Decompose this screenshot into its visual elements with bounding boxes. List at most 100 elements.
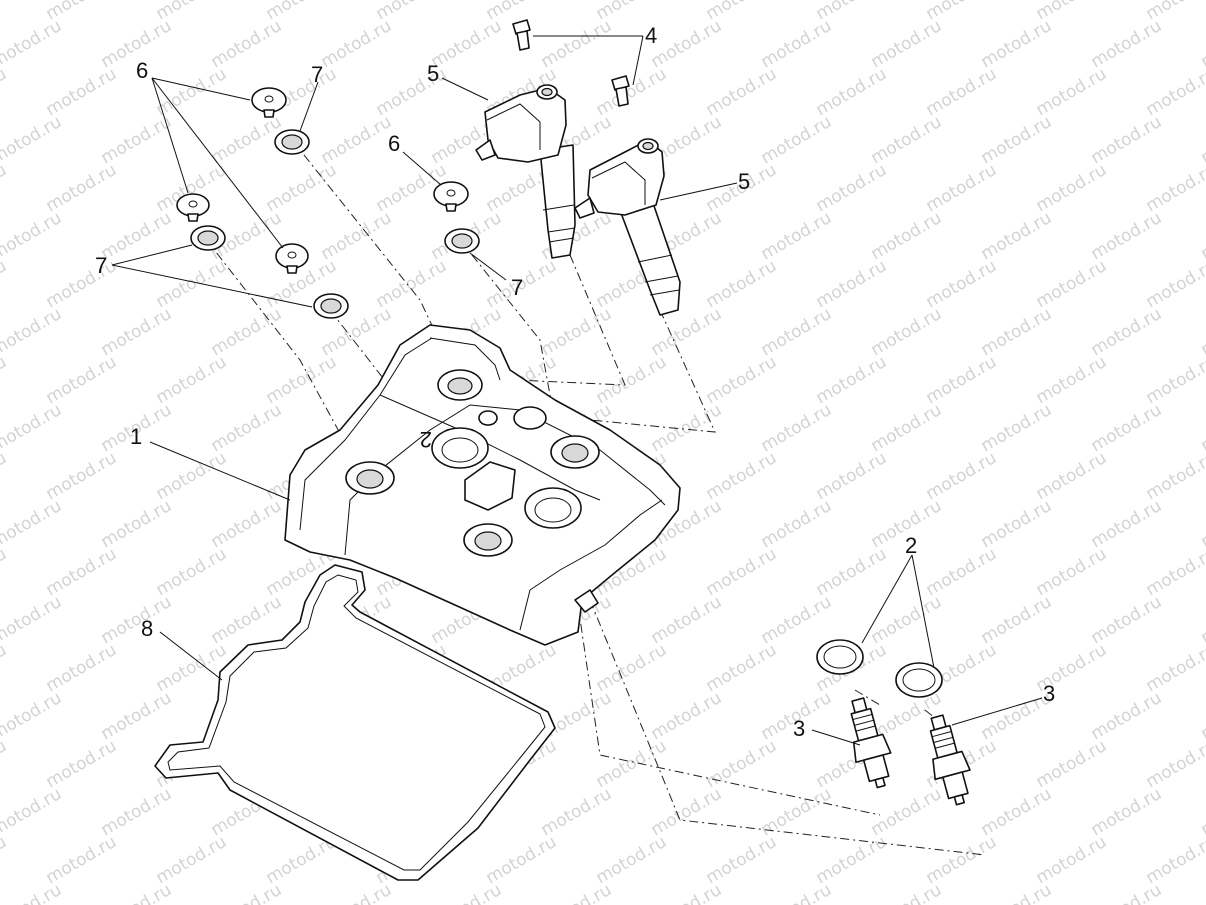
assembly-line-spark-a xyxy=(854,689,881,706)
cover-bolt-boss xyxy=(478,410,498,426)
leader-6a-1 xyxy=(151,77,251,101)
callout-4: 4 xyxy=(645,23,657,48)
spark-left-electrode xyxy=(874,776,886,789)
gasket-inner xyxy=(167,574,546,871)
callout-6-left: 6 xyxy=(136,58,148,83)
spark-right-thread xyxy=(942,771,969,800)
ignition-coil-right[interactable] xyxy=(574,138,681,316)
watermark-text: motod.ru xyxy=(0,160,10,216)
seal-top-inner xyxy=(281,134,303,150)
leader-3b xyxy=(951,697,1043,726)
leader-lines xyxy=(111,35,1043,746)
cover-bore-6-inner xyxy=(534,497,572,523)
watermark-text: motod.ru xyxy=(758,880,836,905)
cover-cylinder-mark: 2 xyxy=(420,427,432,452)
cap-top-stem xyxy=(263,109,275,118)
bolt-upper-shank xyxy=(516,30,530,51)
cap-top-disc xyxy=(251,87,287,113)
seal-left[interactable] xyxy=(190,225,226,251)
watermark-text: motod.ru xyxy=(1198,304,1206,360)
watermark-text: motod.ru xyxy=(0,256,10,312)
watermark-text: motod.ru xyxy=(1143,160,1206,216)
cap-left-center xyxy=(188,200,198,208)
watermark-text: motod.ru xyxy=(1198,16,1206,72)
leader-5b xyxy=(659,182,738,201)
watermark-text: motod.ru xyxy=(208,880,286,905)
watermark-text: motod.ru xyxy=(0,208,65,264)
leader-2b xyxy=(911,554,935,669)
spark-plug-right[interactable] xyxy=(920,712,978,808)
coil-right-connector xyxy=(574,197,595,219)
watermark-text: motod.ru xyxy=(1143,352,1206,408)
coil-right-mount-hole xyxy=(642,141,654,151)
assembly-line-coil-left xyxy=(514,254,626,386)
seal-right[interactable] xyxy=(444,228,480,254)
gasket-outer xyxy=(154,564,556,881)
watermark-text: motod.ru xyxy=(978,880,1056,905)
callout-2: 2 xyxy=(905,533,917,558)
coil-left-ring-2 xyxy=(547,227,576,233)
cover-bore-1-inner xyxy=(447,377,473,395)
cap-right-disc xyxy=(433,181,469,207)
watermark-text: motod.ru xyxy=(1143,832,1206,888)
watermark-text: motod.ru xyxy=(1143,736,1206,792)
leader-1 xyxy=(149,441,291,501)
leader-8 xyxy=(159,631,223,681)
washer-right-outer xyxy=(895,662,943,698)
coil-left-head-edge xyxy=(486,103,541,150)
assembly-line-plug-right xyxy=(589,599,986,856)
seal-center[interactable] xyxy=(313,293,349,319)
watermark-text: motod.ru xyxy=(0,736,10,792)
coil-bolt-upper[interactable] xyxy=(512,19,531,51)
leader-5a xyxy=(441,77,489,101)
cap-plug-top[interactable] xyxy=(251,87,287,118)
watermark-text: motod.ru xyxy=(0,880,65,905)
cap-plug-left[interactable] xyxy=(176,193,210,222)
leader-3a xyxy=(811,729,861,746)
leader-2a xyxy=(861,554,913,644)
watermark-text: motod.ru xyxy=(1198,688,1206,744)
cover-rib-5 xyxy=(429,337,501,381)
leader-4b xyxy=(632,35,644,86)
callout-1: 1 xyxy=(130,424,142,449)
watermark-text: motod.ru xyxy=(1088,880,1166,905)
callout-labels: 1 2 3 3 4 5 5 6 6 7 7 7 8 xyxy=(95,23,1055,741)
watermark-text: motod.ru xyxy=(1198,400,1206,456)
spark-left-thread xyxy=(862,754,890,783)
cap-right-center xyxy=(446,189,456,197)
cover-bore-3-inner xyxy=(441,437,479,463)
watermark-text: motod.ru xyxy=(0,496,65,552)
cap-left-disc xyxy=(176,193,210,217)
valve-cover[interactable]: 2 xyxy=(284,324,681,646)
seal-top[interactable] xyxy=(274,129,310,155)
watermark-text: motod.ru xyxy=(1143,256,1206,312)
spark-plug-left[interactable] xyxy=(840,695,898,791)
watermark-text: motod.ru xyxy=(0,304,65,360)
washer-right[interactable] xyxy=(895,662,943,698)
coil-right-ring-2 xyxy=(644,275,679,283)
cover-bore-4 xyxy=(513,406,547,430)
cap-center-disc xyxy=(275,243,309,269)
seal-center-inner xyxy=(320,298,342,314)
cap-plug-center[interactable] xyxy=(275,243,309,274)
callout-7-right: 7 xyxy=(511,275,523,300)
callout-6-right: 6 xyxy=(388,131,400,156)
assembly-line-right-seal xyxy=(459,239,561,451)
coil-bolt-lower[interactable] xyxy=(611,75,630,107)
cover-rib-4 xyxy=(379,394,601,501)
watermark-text: motod.ru xyxy=(0,640,10,696)
watermark-text: motod.ru xyxy=(428,880,506,905)
washer-left[interactable] xyxy=(816,639,864,675)
coil-right-ring-3 xyxy=(649,289,680,296)
washer-right-inner xyxy=(902,668,936,692)
assembly-line-spark-b xyxy=(924,709,941,723)
ignition-coil-left[interactable] xyxy=(475,84,576,259)
watermark-text: motod.ru xyxy=(1198,112,1206,168)
cover-gasket[interactable] xyxy=(154,564,556,881)
coil-left-ring-1 xyxy=(542,204,575,211)
cap-plug-right[interactable] xyxy=(433,181,469,212)
watermark-text: motod.ru xyxy=(0,688,65,744)
seal-left-inner xyxy=(197,230,219,246)
assembly-line-coil-right xyxy=(589,309,716,433)
